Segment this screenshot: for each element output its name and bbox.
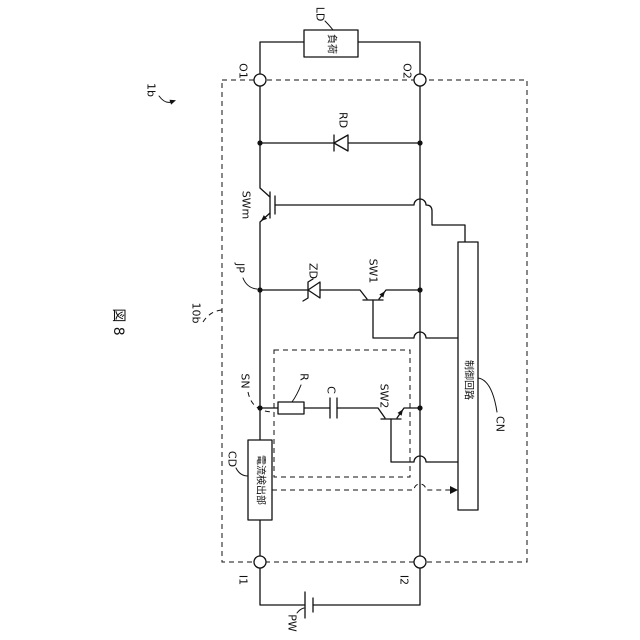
zener-triangle <box>308 282 320 298</box>
control-circuit-text: 制御回路 <box>463 360 476 400</box>
terminal-i1-label: I1 <box>237 575 250 585</box>
junction-dot <box>417 140 422 145</box>
load-text: 負荷 <box>326 34 338 54</box>
junction-dot <box>257 287 262 292</box>
switch-2-collector <box>337 408 385 418</box>
switch-2-base-wire <box>391 419 458 462</box>
device-leader <box>203 310 222 322</box>
detector-signal-arrow <box>450 486 458 494</box>
switch-2-label: SW2 <box>378 384 391 409</box>
control-label: CN <box>494 416 507 432</box>
terminal-o1 <box>254 74 266 86</box>
junction-dot <box>417 405 422 410</box>
zener-label: ZD <box>307 263 320 279</box>
switch-1-emitter <box>379 290 420 299</box>
current-detector-text: 電流検出部 <box>255 455 268 505</box>
reference-arrow-line <box>159 96 171 102</box>
switch-1-label: SW1 <box>367 259 380 284</box>
switch-2-arrow <box>398 409 404 415</box>
resistor-label: R <box>298 373 311 381</box>
resistor-leader <box>292 385 301 402</box>
junction-dot <box>417 287 422 292</box>
figure-label: 図 8 <box>110 308 126 335</box>
switch-1-base-wire <box>373 300 458 338</box>
main-switch-gate-wire <box>275 199 465 242</box>
resistor-body <box>278 402 304 414</box>
junction-dot <box>257 140 262 145</box>
terminal-i2-label: I2 <box>398 575 411 585</box>
power-leader <box>297 608 304 613</box>
power-wire <box>260 568 420 605</box>
control-leader <box>478 378 497 412</box>
reference-arrow-head <box>170 100 177 105</box>
reference-label: 1b <box>145 83 158 97</box>
detector-signal-line <box>272 484 451 490</box>
capacitor-label: C <box>325 386 338 394</box>
terminal-o2-label: O2 <box>401 63 414 79</box>
snubber-label: SN <box>239 373 252 388</box>
terminal-o1-label: O1 <box>237 63 250 79</box>
detector-leader <box>236 468 248 476</box>
junction-leader <box>243 278 257 289</box>
load-label: LD <box>314 7 327 22</box>
junction-label: JP <box>234 262 247 273</box>
terminal-o2 <box>414 74 426 86</box>
current-detector-label: CD <box>226 451 239 467</box>
diode-triangle <box>334 135 348 151</box>
power-label: PW <box>286 614 299 632</box>
device-label: 10b <box>190 303 203 324</box>
terminal-i2 <box>414 556 426 568</box>
main-switch-label: SWm <box>240 191 253 220</box>
switch-1-collector <box>320 290 367 299</box>
load-leader <box>325 21 333 30</box>
terminal-i1 <box>254 556 266 568</box>
diode-label: RD <box>337 112 350 128</box>
